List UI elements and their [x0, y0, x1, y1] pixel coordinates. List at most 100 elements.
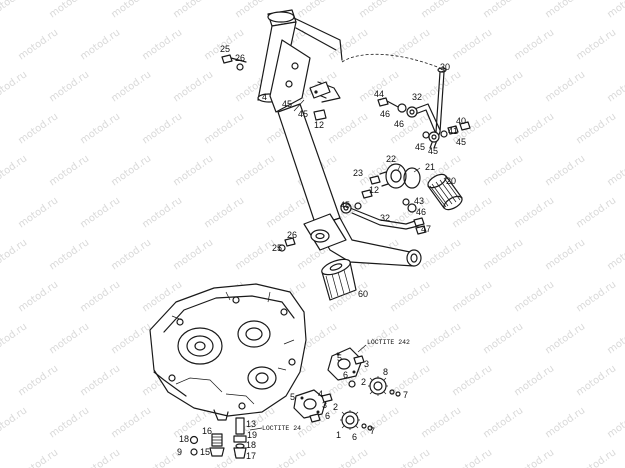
watermark-text: motod.ru	[605, 321, 625, 356]
watermark-text: motod.ru	[47, 0, 91, 20]
callout-32-lower: 32	[380, 213, 390, 223]
watermark-text: motod.ru	[295, 0, 339, 20]
watermark-text: motod.ru	[419, 0, 463, 20]
callout-44: 44	[374, 89, 384, 99]
callout-41: 41	[448, 126, 458, 136]
watermark-text: motod.ru	[357, 405, 401, 440]
watermark-text: motod.ru	[388, 363, 432, 398]
watermark-text: motod.ru	[512, 195, 556, 230]
watermark-text: motod.ru	[16, 195, 60, 230]
watermark-text: motod.ru	[0, 153, 29, 188]
filter-cover-22	[379, 163, 407, 189]
callout-45-a: 45	[282, 99, 292, 109]
watermark-text: motod.ru	[419, 405, 463, 440]
watermark-text: motod.ru	[574, 27, 618, 62]
callout-6-upper: 6	[343, 370, 348, 380]
watermark-text: motod.ru	[171, 237, 215, 272]
watermark-text: motod.ru	[0, 237, 29, 272]
watermark-text: motod.ru	[78, 27, 122, 62]
watermark-text: motod.ru	[16, 279, 60, 314]
callout-47: 47	[421, 224, 431, 234]
watermark-text: motod.ru	[78, 195, 122, 230]
callout-21: 21	[425, 162, 435, 172]
washer-26	[236, 63, 244, 71]
watermark-text: motod.ru	[0, 321, 29, 356]
oil-pipe-32	[340, 189, 419, 230]
loctite-note-upper: LOCTITE 242	[367, 339, 410, 346]
callout-2-upper: 2	[361, 377, 366, 387]
callout-32-upper: 32	[412, 92, 422, 102]
watermark-text: motod.ru	[543, 321, 587, 356]
watermark-text: motod.ru	[388, 279, 432, 314]
watermark-text: motod.ru	[481, 321, 525, 356]
watermark-text: motod.ru	[0, 405, 29, 440]
callout-13: 13	[246, 419, 256, 429]
part-callouts: 25 26 30 44 32 4 45 45 12 46 46 40 45 45…	[177, 44, 466, 461]
watermark-text: motod.ru	[233, 237, 277, 272]
watermark-text: motod.ru	[16, 111, 60, 146]
callout-4-pump: 4	[318, 389, 323, 399]
callout-22: 22	[386, 154, 396, 164]
watermark-text: motod.ru	[605, 405, 625, 440]
watermark-text: motod.ru	[0, 0, 29, 20]
callout-25-upper: 25	[220, 44, 230, 54]
callout-3-upper: 3	[364, 359, 369, 369]
callout-7-lower: 7	[370, 426, 375, 436]
watermark-text: motod.ru	[419, 237, 463, 272]
watermark-text: motod.ru	[109, 69, 153, 104]
watermark-text: motod.ru	[171, 153, 215, 188]
callout-60: 60	[358, 289, 368, 299]
watermark-text: motod.ru	[419, 69, 463, 104]
watermark-text: motod.ru	[450, 279, 494, 314]
screw-23	[369, 175, 381, 185]
callout-23: 23	[353, 168, 363, 178]
callout-45-f: 45	[340, 200, 350, 210]
watermark-text: motod.ru	[16, 363, 60, 398]
callout-20: 20	[446, 176, 456, 186]
watermark-text: motod.ru	[233, 153, 277, 188]
watermark-text: motod.ru	[16, 447, 60, 468]
pump-gear-upper	[368, 376, 401, 397]
watermark-text: motod.ru	[326, 27, 370, 62]
callout-8: 8	[383, 367, 388, 377]
watermark-text: motod.ru	[140, 195, 184, 230]
watermark-text: motod.ru	[574, 447, 618, 468]
watermark-text: motod.ru	[419, 321, 463, 356]
watermark-text: motod.ru	[326, 111, 370, 146]
watermark-text: motod.ru	[574, 363, 618, 398]
callout-6-lower-a: 6	[325, 411, 330, 421]
callout-5-upper: 5	[337, 353, 342, 363]
watermark-text: motod.ru	[109, 321, 153, 356]
watermark-text: motod.ru	[264, 447, 308, 468]
callout-3-lower: 3	[322, 400, 327, 410]
callout-46-b: 46	[394, 119, 404, 129]
watermark-text: motod.ru	[574, 195, 618, 230]
callout-18-right: 18	[246, 440, 256, 450]
watermark-text: motod.ru	[450, 363, 494, 398]
watermark-text: motod.ru	[202, 195, 246, 230]
watermark-text: motod.ru	[543, 405, 587, 440]
watermark-text: motod.ru	[16, 27, 60, 62]
watermark-text: motod.ru	[109, 0, 153, 20]
callout-5-lower: 5	[290, 392, 295, 402]
watermark-text: motod.ru	[78, 447, 122, 468]
watermark-text: motod.ru	[171, 69, 215, 104]
watermark-text: motod.ru	[109, 405, 153, 440]
bolt-25-lower	[284, 237, 296, 247]
callout-26-lower: 26	[287, 230, 297, 240]
watermark-text: motod.ru	[78, 363, 122, 398]
callout-45-c: 45	[415, 142, 425, 152]
watermark-text: motod.ru	[264, 195, 308, 230]
oil-pipe-bracket	[309, 81, 331, 121]
callout-40: 40	[456, 116, 466, 126]
watermark-text: motod.ru	[109, 237, 153, 272]
watermark-text: motod.ru	[78, 111, 122, 146]
watermark-text: motod.ru	[512, 363, 556, 398]
watermark-text: motod.ru	[481, 153, 525, 188]
watermark-text: motod.ru	[326, 447, 370, 468]
watermark-text: motod.ru	[357, 0, 401, 20]
watermark-text: motod.ru	[47, 153, 91, 188]
watermark-text: motod.ru	[78, 279, 122, 314]
banjo-fitting-right	[422, 121, 471, 143]
washer-26-lower	[278, 244, 286, 252]
